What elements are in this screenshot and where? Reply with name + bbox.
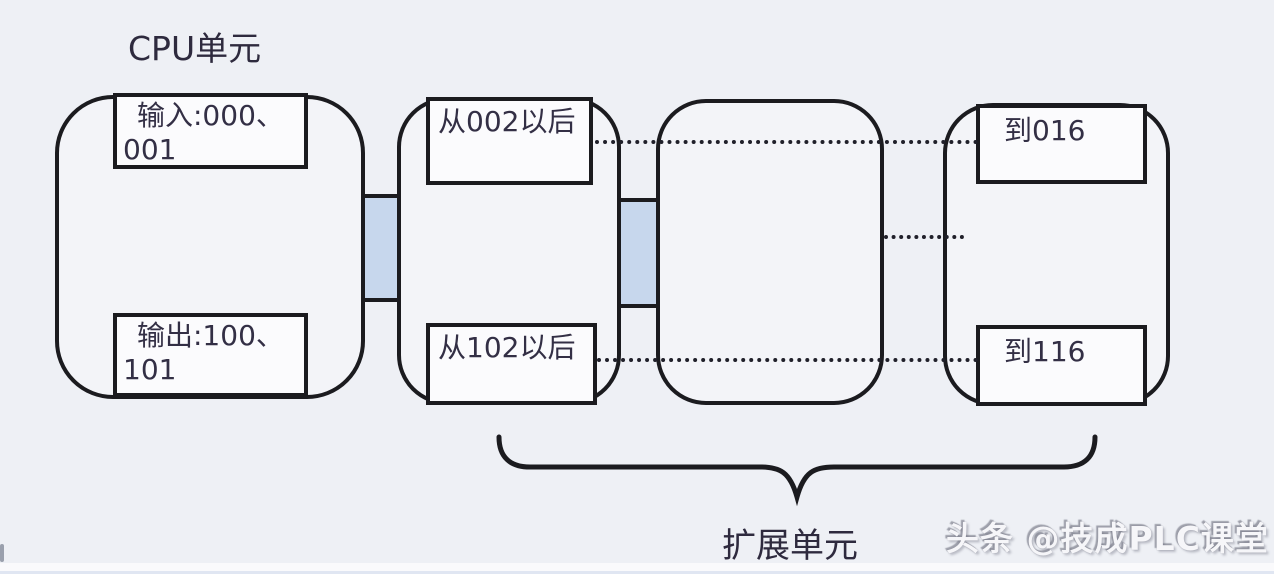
continuation-dots-middle [884,235,964,239]
expansion-units-label: 扩展单元 [722,526,858,566]
expansion-1-output-range-box: 从102以后 [426,323,597,405]
cpu-input-address-line2: 001 [123,133,177,166]
expansion-1-input-range-box: 从002以后 [426,97,593,185]
continuation-dots-top [595,140,978,144]
cpu-input-address-box: 输入:000、 001 [113,93,308,169]
watermark-text: 头条 @技成PLC课堂 [946,519,1269,558]
bus-connector-2 [616,198,660,308]
cpu-output-address-line2: 101 [123,353,177,386]
expansion-1-output-range: 从102以后 [438,331,576,364]
bottom-strip [0,563,1274,571]
expansion-3-output-range: 到116 [1004,335,1086,368]
expansion-3-input-range: 到016 [1004,114,1086,147]
expansion-unit-2-body [656,99,884,405]
expansion-units-brace-icon [496,434,1098,507]
expansion-3-output-range-box: 到116 [976,325,1147,406]
bottom-edge-band [0,571,1274,574]
cpu-output-address-box: 输出:100、 101 [113,313,308,397]
expansion-1-input-range: 从002以后 [438,105,576,138]
cpu-output-address-line1: 输出:100、 [137,319,284,352]
cpu-unit-title: CPU单元 [128,29,262,68]
cpu-input-address-line1: 输入:000、 [137,99,284,132]
left-edge-mark [0,544,4,562]
bus-connector-1 [360,194,402,302]
expansion-3-input-range-box: 到016 [976,104,1147,184]
continuation-dots-bottom [597,358,978,362]
